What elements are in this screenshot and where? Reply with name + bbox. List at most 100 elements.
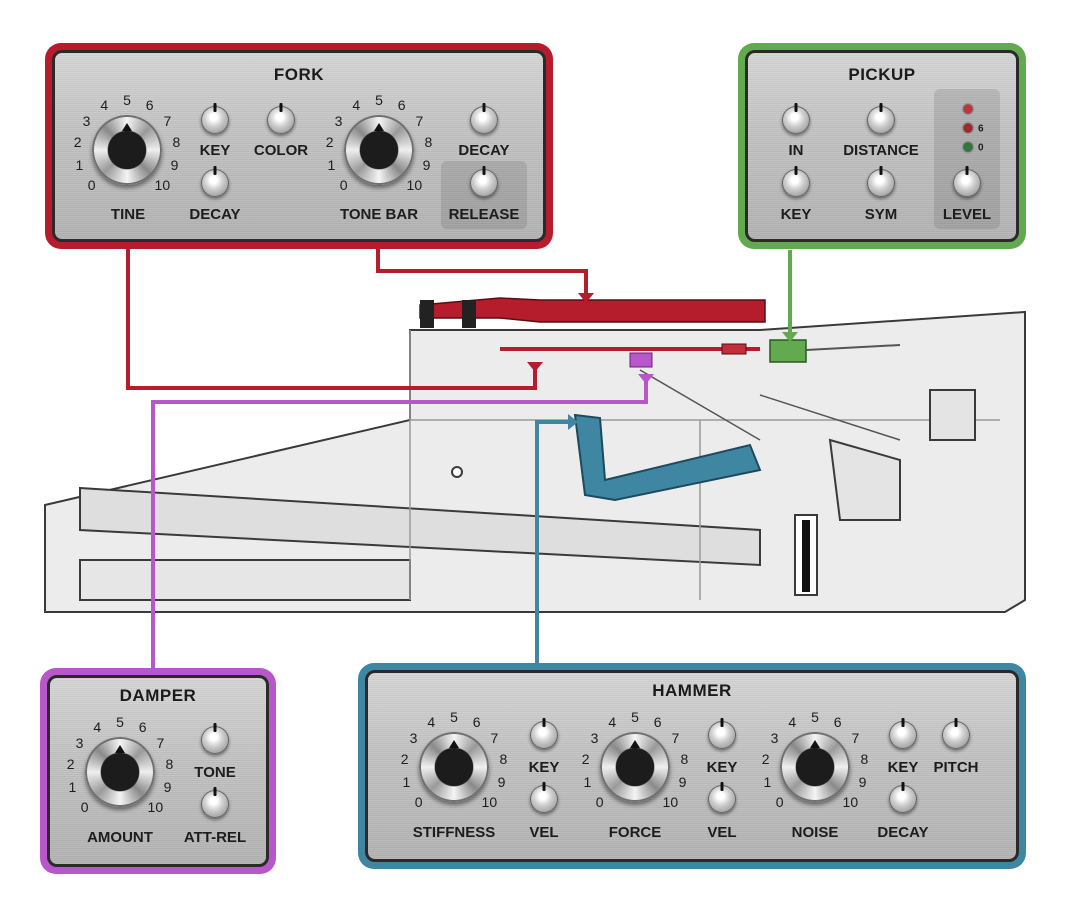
dial-scale-number: 8 <box>499 751 508 768</box>
distance-label: DISTANCE <box>843 142 919 159</box>
dial-scale-number: 6 <box>833 714 842 731</box>
dial-scale-number: 6 <box>138 719 147 736</box>
dial-scale-number: 1 <box>583 774 592 791</box>
damper-tone-knob[interactable] <box>201 726 229 754</box>
dial-scale-number: 2 <box>581 751 590 768</box>
noise-label: NOISE <box>791 824 839 841</box>
noise-decay-knob[interactable] <box>889 785 917 813</box>
dial-scale-number: 1 <box>75 157 84 174</box>
dial-scale-number: 7 <box>671 729 680 746</box>
dial-scale-number: 2 <box>325 134 334 151</box>
in-knob[interactable] <box>782 106 810 134</box>
release-label: RELEASE <box>448 206 520 223</box>
sym-knob[interactable] <box>867 169 895 197</box>
stiffness-knob[interactable] <box>419 732 489 802</box>
fork-decay-knob[interactable] <box>201 169 229 197</box>
dial-scale-number: 8 <box>680 751 689 768</box>
tone-bar-label: TONE BAR <box>339 206 419 223</box>
damper-title: DAMPER <box>119 686 197 705</box>
att-rel-label: ATT-REL <box>183 829 247 846</box>
dial-scale-number: 4 <box>100 97 109 114</box>
stiffness-vel-knob[interactable] <box>530 785 558 813</box>
fork-tonebar-connector <box>376 234 588 295</box>
dial-scale-number: 0 <box>775 794 784 811</box>
dial-scale-number: 8 <box>165 756 174 773</box>
dial-scale-number: 0 <box>339 177 348 194</box>
dial-scale-number: 6 <box>653 714 662 731</box>
dial-scale-number: 10 <box>406 177 423 194</box>
dial-scale-number: 2 <box>761 751 770 768</box>
noise-key-knob[interactable] <box>889 721 917 749</box>
stiffness-label: STIFFNESS <box>412 824 496 841</box>
dial-scale-number: 7 <box>851 729 860 746</box>
fork-panel: FORK TINE KEY COLOR DECAY TONE BAR DECAY… <box>45 43 553 249</box>
dial-scale-number: 0 <box>414 794 423 811</box>
att-rel-knob[interactable] <box>201 790 229 818</box>
force-key-label: KEY <box>706 759 738 776</box>
dial-scale-number: 3 <box>82 112 91 129</box>
dial-scale-number: 0 <box>595 794 604 811</box>
tine <box>500 343 760 368</box>
noise-decay-label: DECAY <box>877 824 929 841</box>
force-vel-knob[interactable] <box>708 785 736 813</box>
tone-bar-decay-label: DECAY <box>458 142 510 159</box>
dial-scale-number: 10 <box>662 794 679 811</box>
pitch-knob[interactable] <box>942 721 970 749</box>
dial-scale-number: 2 <box>73 134 82 151</box>
dial-scale-number: 9 <box>678 774 687 791</box>
dial-scale-number: 9 <box>422 157 431 174</box>
fork-tine-connector <box>126 234 537 390</box>
dial-scale-number: 6 <box>397 97 406 114</box>
tone-bar-knob[interactable] <box>344 115 414 185</box>
noise-knob[interactable] <box>780 732 850 802</box>
tone-bar-decay-knob[interactable] <box>470 106 498 134</box>
tine-knob[interactable] <box>92 115 162 185</box>
color-knob[interactable] <box>267 106 295 134</box>
dial-scale-number: 2 <box>66 756 75 773</box>
pickup-key-knob[interactable] <box>782 169 810 197</box>
hammer-title: HAMMER <box>652 681 732 700</box>
level-knob[interactable] <box>953 169 981 197</box>
pickup-key-label: KEY <box>780 206 812 223</box>
dial-scale-number: 6 <box>145 97 154 114</box>
dial-scale-number: 9 <box>170 157 179 174</box>
dial-scale-number: 5 <box>375 92 383 108</box>
connector-lines <box>126 234 792 668</box>
stiffness-key-knob[interactable] <box>530 721 558 749</box>
led-red-icon <box>963 104 973 114</box>
tone-bar <box>419 297 766 328</box>
dial-scale-number: 0 <box>87 177 96 194</box>
level-label: LEVEL <box>942 206 992 223</box>
stiffness-key-label: KEY <box>528 759 560 776</box>
pickup-component <box>769 339 901 363</box>
damper-connector <box>151 374 648 668</box>
pitch-label: PITCH <box>933 759 979 776</box>
dial-scale-number: 3 <box>334 112 343 129</box>
damper-tone-label: TONE <box>194 764 236 781</box>
force-label: FORCE <box>608 824 662 841</box>
dial-scale-number: 10 <box>147 799 164 816</box>
distance-knob[interactable] <box>867 106 895 134</box>
dial-scale-number: 1 <box>327 157 336 174</box>
dial-scale-number: 6 <box>472 714 481 731</box>
dial-scale-number: 2 <box>400 751 409 768</box>
hammer-panel: HAMMER STIFFNESS KEY VEL FORCE KEY VEL N… <box>358 663 1026 869</box>
dial-scale-number: 10 <box>481 794 498 811</box>
dial-scale-number: 3 <box>770 729 779 746</box>
amount-knob[interactable] <box>85 737 155 807</box>
amount-label: AMOUNT <box>87 829 153 846</box>
force-knob[interactable] <box>600 732 670 802</box>
hammer-component <box>573 369 901 502</box>
force-key-knob[interactable] <box>708 721 736 749</box>
release-knob[interactable] <box>470 169 498 197</box>
led-red-6-icon <box>963 123 973 133</box>
dial-scale-number: 3 <box>75 734 84 751</box>
key-knob[interactable] <box>201 106 229 134</box>
dial-scale-number: 0 <box>80 799 89 816</box>
dial-scale-number: 7 <box>490 729 499 746</box>
dial-scale-number: 9 <box>858 774 867 791</box>
dial-scale-number: 4 <box>608 714 617 731</box>
